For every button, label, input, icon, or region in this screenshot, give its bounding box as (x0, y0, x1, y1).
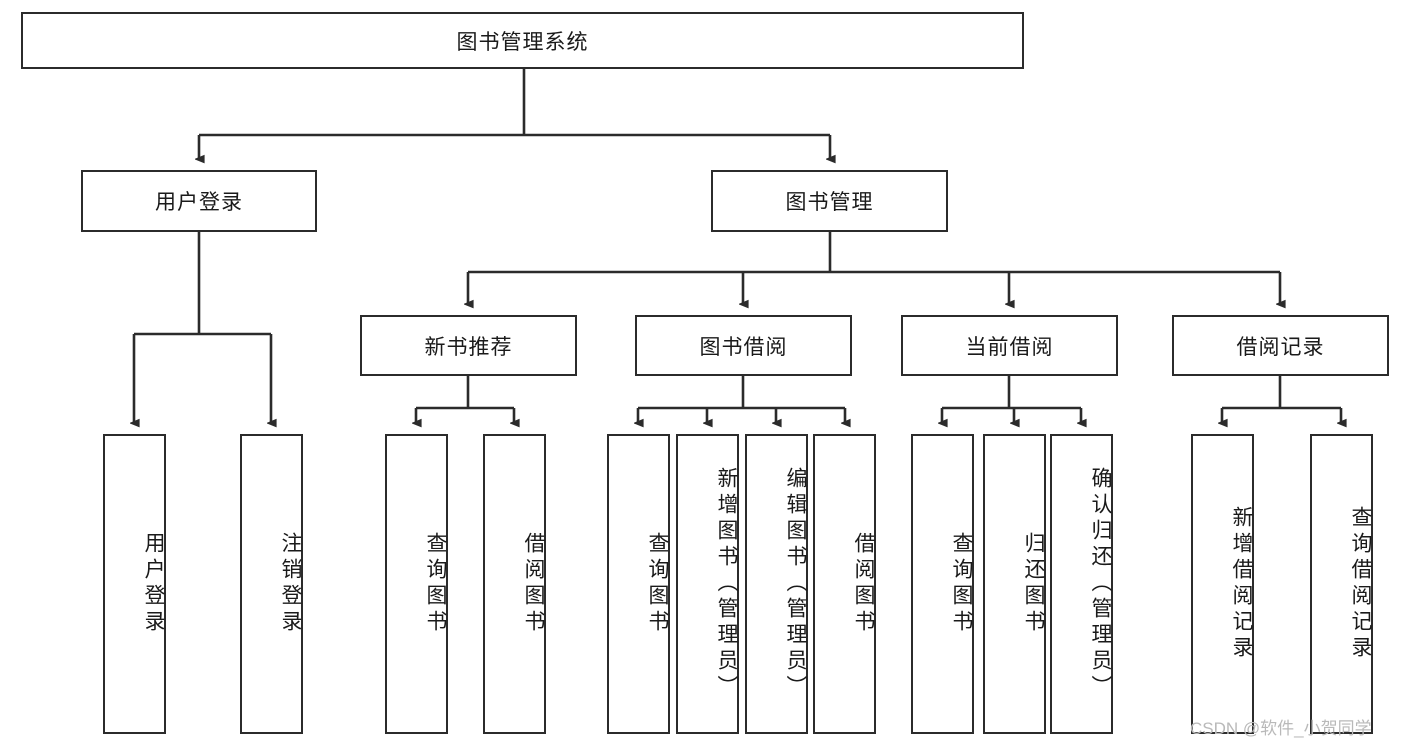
node-root-label: 图书管理系统 (456, 30, 589, 54)
node-new-book-rec-label: 新书推荐 (424, 335, 513, 359)
node-leaf-edit-book-label: 编辑图书（管理员） (784, 467, 807, 701)
node-new-book-rec[interactable]: 新书推荐 (360, 315, 577, 376)
node-leaf-confirm-return[interactable]: 确认归还（管理员） (1050, 434, 1113, 734)
node-leaf-borrow-book[interactable]: 借阅图书 (813, 434, 876, 734)
node-leaf-query-book-rec-label: 查询图书 (424, 532, 447, 636)
node-book-manage-label: 图书管理 (785, 191, 874, 214)
node-borrow-record-label: 借阅记录 (1236, 335, 1325, 359)
node-leaf-borrow-book-label: 借阅图书 (852, 532, 875, 636)
node-leaf-edit-book[interactable]: 编辑图书（管理员） (745, 434, 808, 734)
node-leaf-confirm-return-label: 确认归还（管理员） (1089, 467, 1112, 701)
node-user-login[interactable]: 用户登录 (81, 170, 317, 232)
node-book-borrow-label: 图书借阅 (699, 335, 788, 359)
node-leaf-borrow-book-rec[interactable]: 借阅图书 (483, 434, 546, 734)
node-book-borrow[interactable]: 图书借阅 (635, 315, 852, 376)
node-leaf-user-login[interactable]: 用户登录 (103, 434, 166, 734)
node-leaf-user-login-label: 用户登录 (142, 532, 165, 636)
node-leaf-query-book-current[interactable]: 查询图书 (911, 434, 974, 734)
node-leaf-add-record[interactable]: 新增借阅记录 (1191, 434, 1254, 734)
node-leaf-return-book-label: 归还图书 (1022, 532, 1045, 636)
node-user-login-label: 用户登录 (155, 191, 243, 214)
node-borrow-record[interactable]: 借阅记录 (1172, 315, 1389, 376)
node-leaf-add-record-label: 新增借阅记录 (1230, 506, 1253, 662)
node-current-borrow[interactable]: 当前借阅 (901, 315, 1118, 376)
node-root[interactable]: 图书管理系统 (21, 12, 1024, 69)
node-leaf-query-record-label: 查询借阅记录 (1349, 506, 1372, 662)
node-leaf-add-book-label: 新增图书（管理员） (715, 467, 738, 701)
node-leaf-query-book-borrow-label: 查询图书 (646, 532, 669, 636)
node-book-manage[interactable]: 图书管理 (711, 170, 948, 232)
node-leaf-user-logout-label: 注销登录 (279, 532, 302, 636)
node-leaf-borrow-book-rec-label: 借阅图书 (522, 532, 545, 636)
node-leaf-query-book-borrow[interactable]: 查询图书 (607, 434, 670, 734)
node-current-borrow-label: 当前借阅 (965, 335, 1054, 359)
node-leaf-return-book[interactable]: 归还图书 (983, 434, 1046, 734)
node-leaf-user-logout[interactable]: 注销登录 (240, 434, 303, 734)
node-leaf-add-book[interactable]: 新增图书（管理员） (676, 434, 739, 734)
node-leaf-query-record[interactable]: 查询借阅记录 (1310, 434, 1373, 734)
node-leaf-query-book-rec[interactable]: 查询图书 (385, 434, 448, 734)
node-leaf-query-book-current-label: 查询图书 (950, 532, 973, 636)
